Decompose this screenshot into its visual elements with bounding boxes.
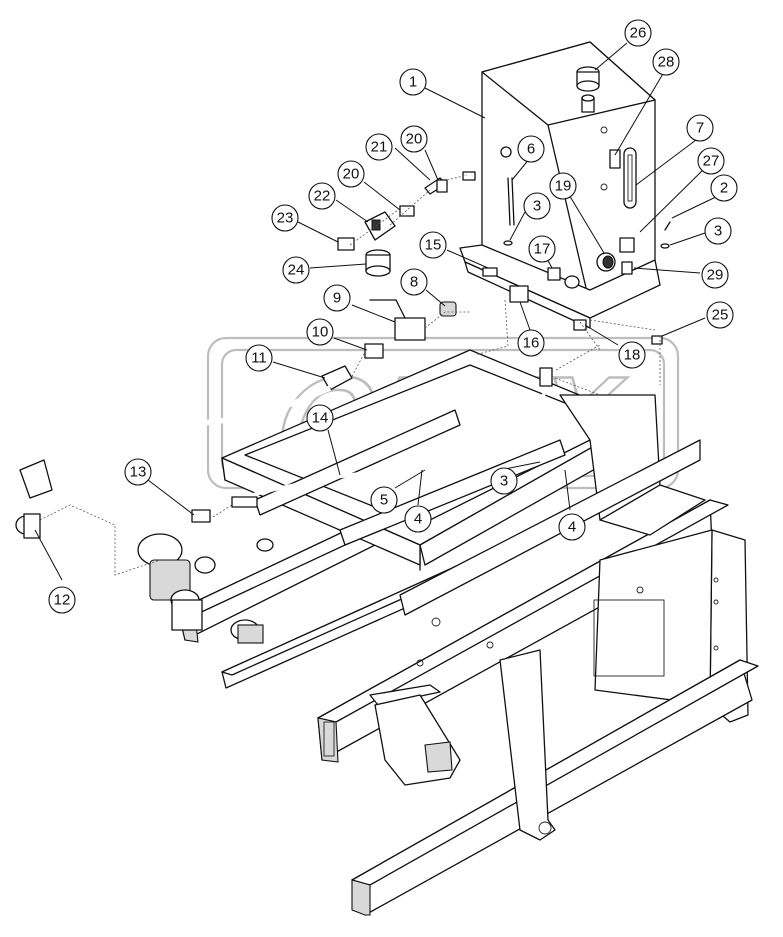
frame bbox=[137, 349, 759, 916]
pump-assembly bbox=[137, 533, 274, 644]
callout-11: 11 bbox=[245, 344, 273, 372]
callout-29: 29 bbox=[701, 261, 729, 289]
svg-text:16: 16 bbox=[523, 335, 540, 352]
leader-lines bbox=[34, 42, 721, 581]
svg-text:25: 25 bbox=[712, 307, 729, 324]
callout-21: 21 bbox=[365, 133, 393, 161]
svg-text:29: 29 bbox=[707, 267, 724, 284]
callout-5: 5 bbox=[370, 486, 398, 514]
callout-20: 20 bbox=[337, 160, 365, 188]
callout-8: 8 bbox=[400, 268, 428, 296]
callout-24: 24 bbox=[282, 256, 310, 284]
svg-text:3: 3 bbox=[714, 223, 722, 240]
callout-12: 12 bbox=[48, 586, 76, 614]
callout-4: 4 bbox=[558, 513, 586, 541]
callout-20: 20 bbox=[400, 125, 428, 153]
svg-text:5: 5 bbox=[380, 492, 388, 509]
svg-text:13: 13 bbox=[130, 464, 147, 481]
callout-16: 16 bbox=[517, 329, 545, 357]
svg-text:10: 10 bbox=[312, 324, 329, 341]
callout-1: 1 bbox=[399, 68, 427, 96]
svg-text:21: 21 bbox=[371, 139, 388, 156]
callout-3: 3 bbox=[704, 217, 732, 245]
callout-25: 25 bbox=[706, 301, 734, 329]
callout-6: 6 bbox=[517, 135, 545, 163]
svg-text:2: 2 bbox=[720, 180, 728, 197]
svg-text:3: 3 bbox=[500, 473, 508, 490]
callout-22: 22 bbox=[308, 182, 336, 210]
callout-9: 9 bbox=[323, 284, 351, 312]
callout-4: 4 bbox=[404, 505, 432, 533]
svg-text:4: 4 bbox=[414, 511, 422, 528]
svg-text:20: 20 bbox=[406, 131, 423, 148]
svg-text:26: 26 bbox=[630, 25, 647, 42]
callout-17: 17 bbox=[528, 235, 556, 263]
callout-7: 7 bbox=[686, 114, 714, 142]
callout-10: 10 bbox=[306, 318, 334, 346]
svg-text:6: 6 bbox=[527, 141, 535, 158]
callout-15: 15 bbox=[419, 231, 447, 259]
svg-text:22: 22 bbox=[314, 188, 331, 205]
callout-26: 26 bbox=[624, 19, 652, 47]
svg-text:28: 28 bbox=[658, 54, 675, 71]
svg-text:14: 14 bbox=[312, 410, 329, 427]
svg-text:9: 9 bbox=[333, 290, 341, 307]
svg-text:1: 1 bbox=[409, 74, 417, 91]
svg-text:27: 27 bbox=[703, 153, 720, 170]
svg-text:12: 12 bbox=[54, 592, 71, 609]
callout-23: 23 bbox=[271, 204, 299, 232]
callout-3: 3 bbox=[523, 192, 551, 220]
svg-text:24: 24 bbox=[288, 262, 305, 279]
svg-text:18: 18 bbox=[624, 347, 641, 364]
callout-3: 3 bbox=[490, 467, 518, 495]
svg-text:7: 7 bbox=[696, 120, 704, 137]
svg-text:15: 15 bbox=[425, 237, 442, 254]
callout-27: 27 bbox=[697, 147, 725, 175]
hydraulic-tank bbox=[459, 41, 671, 385]
svg-text:23: 23 bbox=[277, 210, 294, 227]
callout-14: 14 bbox=[306, 404, 334, 432]
callout-13: 13 bbox=[124, 458, 152, 486]
svg-text:3: 3 bbox=[533, 198, 541, 215]
callout-18: 18 bbox=[618, 341, 646, 369]
callout-19: 19 bbox=[549, 172, 577, 200]
svg-text:20: 20 bbox=[343, 166, 360, 183]
callout-2: 2 bbox=[710, 174, 738, 202]
svg-text:4: 4 bbox=[568, 519, 576, 536]
svg-text:8: 8 bbox=[410, 274, 418, 291]
callout-28: 28 bbox=[652, 48, 680, 76]
svg-text:11: 11 bbox=[251, 350, 267, 367]
svg-text:19: 19 bbox=[555, 178, 572, 195]
svg-text:17: 17 bbox=[534, 241, 551, 258]
